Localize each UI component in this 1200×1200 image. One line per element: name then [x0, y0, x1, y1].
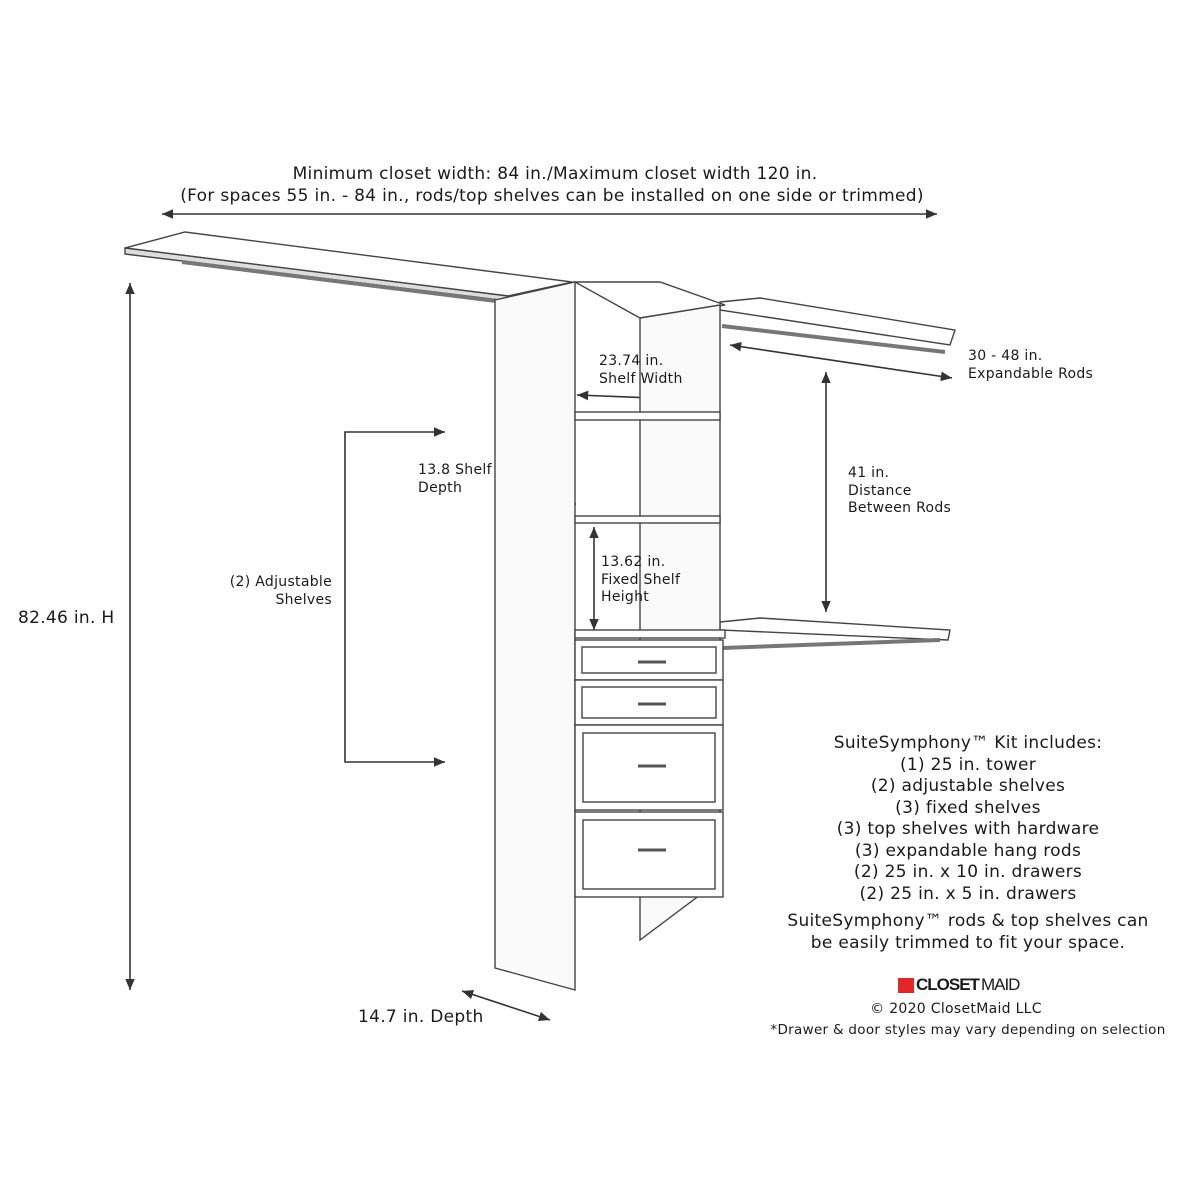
kit-item: (2) adjustable shelves [870, 776, 1066, 796]
trim-note: be easily trimmed to fit your space. [810, 932, 1126, 953]
copyright: © 2020 ClosetMaid LLC [870, 1001, 1042, 1017]
right-lower-rod [721, 638, 941, 650]
label-line: Between Rods [848, 500, 952, 516]
kit-item: (3) fixed shelves [895, 797, 1041, 818]
shelf-depth-label: 13.8 Shelf Depth [418, 462, 492, 497]
label-line: 13.62 in. [601, 554, 666, 570]
expandable-rods-label: 30 - 48 in. Expandable Rods [968, 348, 1093, 383]
right-lower-shelf [719, 617, 951, 641]
kit-item: (2) 25 in. x 5 in. drawers [859, 883, 1077, 904]
drawer-small [574, 639, 724, 681]
label-line: 41 in. [848, 465, 890, 481]
right-top-rod [721, 324, 946, 354]
kit-item: (1) 25 in. tower [899, 754, 1037, 775]
kit-item: (3) expandable hang rods [854, 840, 1082, 861]
label-line: 13.8 Shelf [418, 462, 492, 478]
fixed-shelf [574, 629, 726, 639]
label-line: 30 - 48 in. [968, 348, 1043, 364]
depth-arrow [461, 989, 551, 1022]
rod-width-arrow [729, 341, 953, 382]
label-line: 23.74 in. [599, 353, 664, 369]
adjustable-bracket [344, 427, 445, 767]
label-line: Fixed Shelf [601, 571, 681, 588]
label-line: Expandable Rods [968, 365, 1094, 382]
label-line: Shelves [275, 591, 332, 608]
fixed-shelf [574, 515, 721, 524]
tower-top [572, 281, 726, 319]
logo-square [898, 977, 914, 993]
kit-item: (3) top shelves with hardware [836, 819, 1100, 839]
shelf-width-label: 23.74 in. Shelf Width [599, 353, 683, 388]
disclaimer: *Drawer & door styles may vary depending… [770, 1022, 1166, 1038]
closet-structure [124, 231, 956, 991]
label-line: (2) Adjustable [229, 574, 332, 590]
tower-left-panel [494, 281, 576, 991]
kit-contents: SuiteSymphony™ Kit includes: (1) 25 in. … [787, 733, 1148, 954]
adjustable-shelves-label: (2) Adjustable Shelves [200, 574, 332, 609]
label-line: Shelf Width [599, 370, 683, 387]
left-rod [181, 260, 553, 310]
closet-width-text: Minimum closet width: 84 in./Maximum clo… [292, 164, 818, 184]
depth-label: 14.7 in. Depth [358, 1007, 484, 1027]
trim-note: SuiteSymphony™ rods & top shelves can [787, 911, 1149, 931]
label-line: Distance [848, 482, 912, 499]
spaces-note: (For spaces 55 in. - 84 in., rods/top sh… [180, 186, 924, 206]
kit-item: (2) 25 in. x 10 in. drawers [853, 862, 1083, 882]
fixed-shelf-height-label: 13.62 in. Fixed Shelf Height [601, 554, 680, 607]
logo-text: MAID [980, 975, 1020, 994]
label-line: Depth [418, 479, 463, 496]
drawer-large [574, 811, 724, 898]
rod-distance-label: 41 in. Distance Between Rods [848, 465, 951, 518]
logo-text: CLOSET [916, 975, 980, 994]
label-line: Height [601, 589, 650, 605]
height-label: 82.46 in. H [18, 608, 115, 628]
kit-title: SuiteSymphony™ Kit includes: [833, 733, 1103, 753]
fixed-shelf [574, 411, 721, 421]
